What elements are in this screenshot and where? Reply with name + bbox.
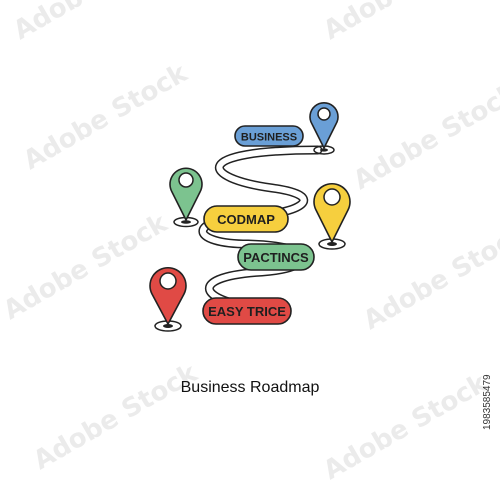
step-pactincs: PACTINCS <box>237 243 315 271</box>
svg-text:BUSINESS: BUSINESS <box>241 132 297 144</box>
svg-text:CODMAP: CODMAP <box>217 212 275 227</box>
step-codmap: CODMAP <box>203 205 289 233</box>
svg-text:Adobe Stock: Adobe Stock <box>19 58 194 176</box>
map-pin-icon <box>313 183 351 250</box>
svg-text:EASY TRICE: EASY TRICE <box>208 304 286 319</box>
svg-text:Adobe Stock: Adobe Stock <box>319 368 494 486</box>
diagram-caption: Business Roadmap <box>181 379 320 396</box>
svg-text:Adobe Stock: Adobe Stock <box>319 0 494 46</box>
winding-road <box>198 145 323 313</box>
map-pin-icon <box>169 167 203 228</box>
svg-text:Adobe Stock: Adobe Stock <box>29 358 204 476</box>
stock-id: 1983585479 <box>482 374 493 430</box>
map-pins <box>149 102 351 332</box>
step-business: BUSINESS <box>234 125 304 147</box>
roadmap-steps: BUSINESS CODMAP PACTINCS EASY TRICE <box>202 125 315 325</box>
svg-text:Adobe Stock: Adobe Stock <box>359 218 500 336</box>
map-pin-icon <box>309 102 339 155</box>
svg-text:Adobe Stock: Adobe Stock <box>0 208 173 326</box>
step-easy-trice: EASY TRICE <box>202 297 292 325</box>
svg-text:PACTINCS: PACTINCS <box>243 250 309 265</box>
svg-text:Adobe Stock: Adobe Stock <box>9 0 184 46</box>
svg-text:Adobe Stock: Adobe Stock <box>349 78 500 196</box>
map-pin-icon <box>149 267 187 332</box>
